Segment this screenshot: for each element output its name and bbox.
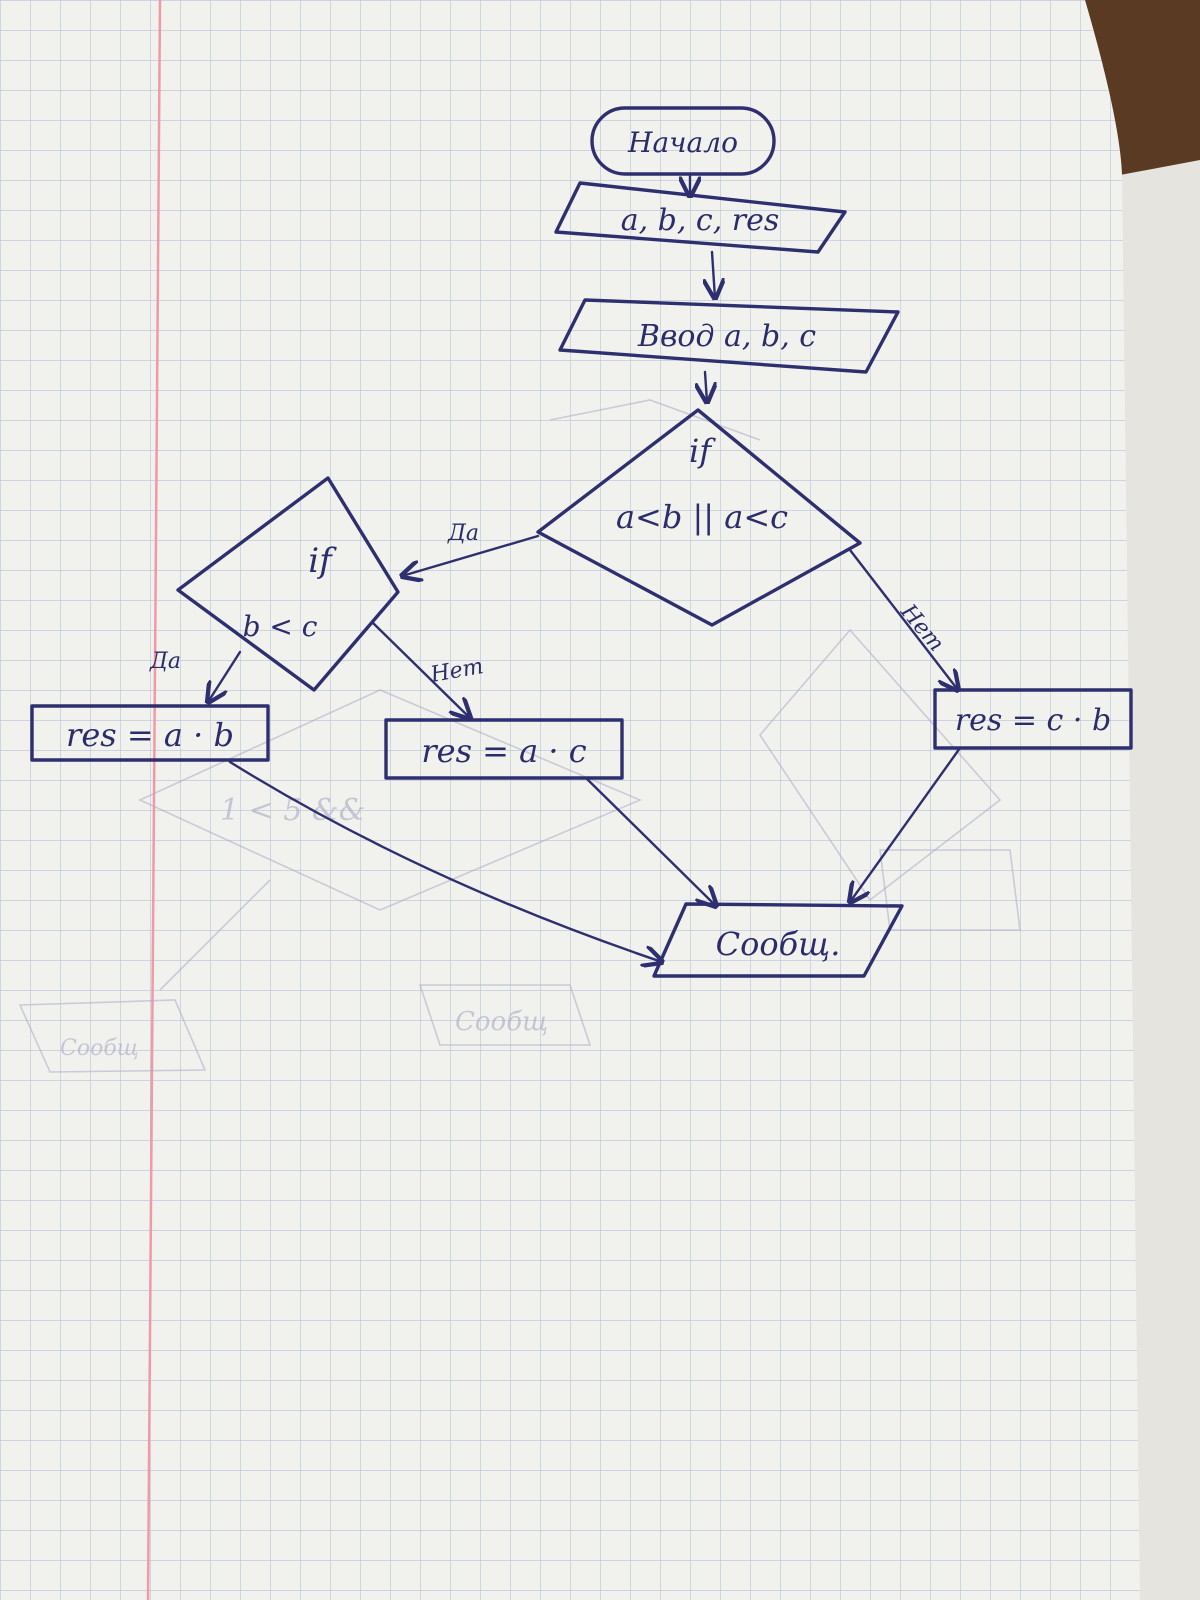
arrow-input-cond1	[705, 370, 707, 402]
arrow-ac-output	[584, 776, 716, 906]
arrow-cond1-yes	[402, 534, 540, 576]
declare-label: a, b, c, res	[621, 203, 780, 238]
next-page-edge	[1120, 160, 1200, 1600]
arrow-cond2-no	[370, 620, 470, 718]
arrow-declare-input	[712, 250, 715, 298]
bleed-through-sketch: 1 < 5 && Сообщ Сообщ	[18, 399, 1021, 1073]
input-label: Ввод a, b, c	[637, 319, 816, 354]
grid-lines	[0, 0, 1140, 1600]
margin-line	[146, 0, 162, 1600]
input-block	[558, 298, 900, 374]
condition2-diamond	[176, 476, 400, 692]
svg-text:Сообщ: Сообщ	[455, 1007, 548, 1037]
arrow-cond2-yes	[208, 650, 242, 702]
edge-label-yes1: Да	[447, 521, 479, 546]
arrow-cond1-no	[848, 548, 958, 690]
edge-label-yes2: Да	[149, 649, 181, 674]
assign-ab-block	[30, 704, 270, 762]
assign-ab-label: res = a · b	[66, 716, 234, 754]
condition1-expr: a<b || a<c	[616, 498, 788, 536]
assign-ac-block	[384, 718, 624, 780]
start-terminal	[590, 106, 776, 176]
start-label: Начало	[627, 126, 738, 159]
output-label: Сообщ.	[716, 925, 841, 963]
arrow-ab-output	[228, 760, 662, 962]
output-block	[652, 902, 904, 978]
assign-ac-label: res = a · c	[421, 732, 586, 770]
svg-text:Сообщ: Сообщ	[60, 1036, 139, 1061]
assign-cb-label: res = c · b	[955, 703, 1111, 738]
condition1-diamond	[536, 408, 862, 627]
declare-block	[554, 181, 847, 254]
condition2-expr: b < c	[243, 610, 318, 643]
assign-cb-block	[933, 688, 1133, 750]
arrow-cb-output	[850, 746, 962, 902]
